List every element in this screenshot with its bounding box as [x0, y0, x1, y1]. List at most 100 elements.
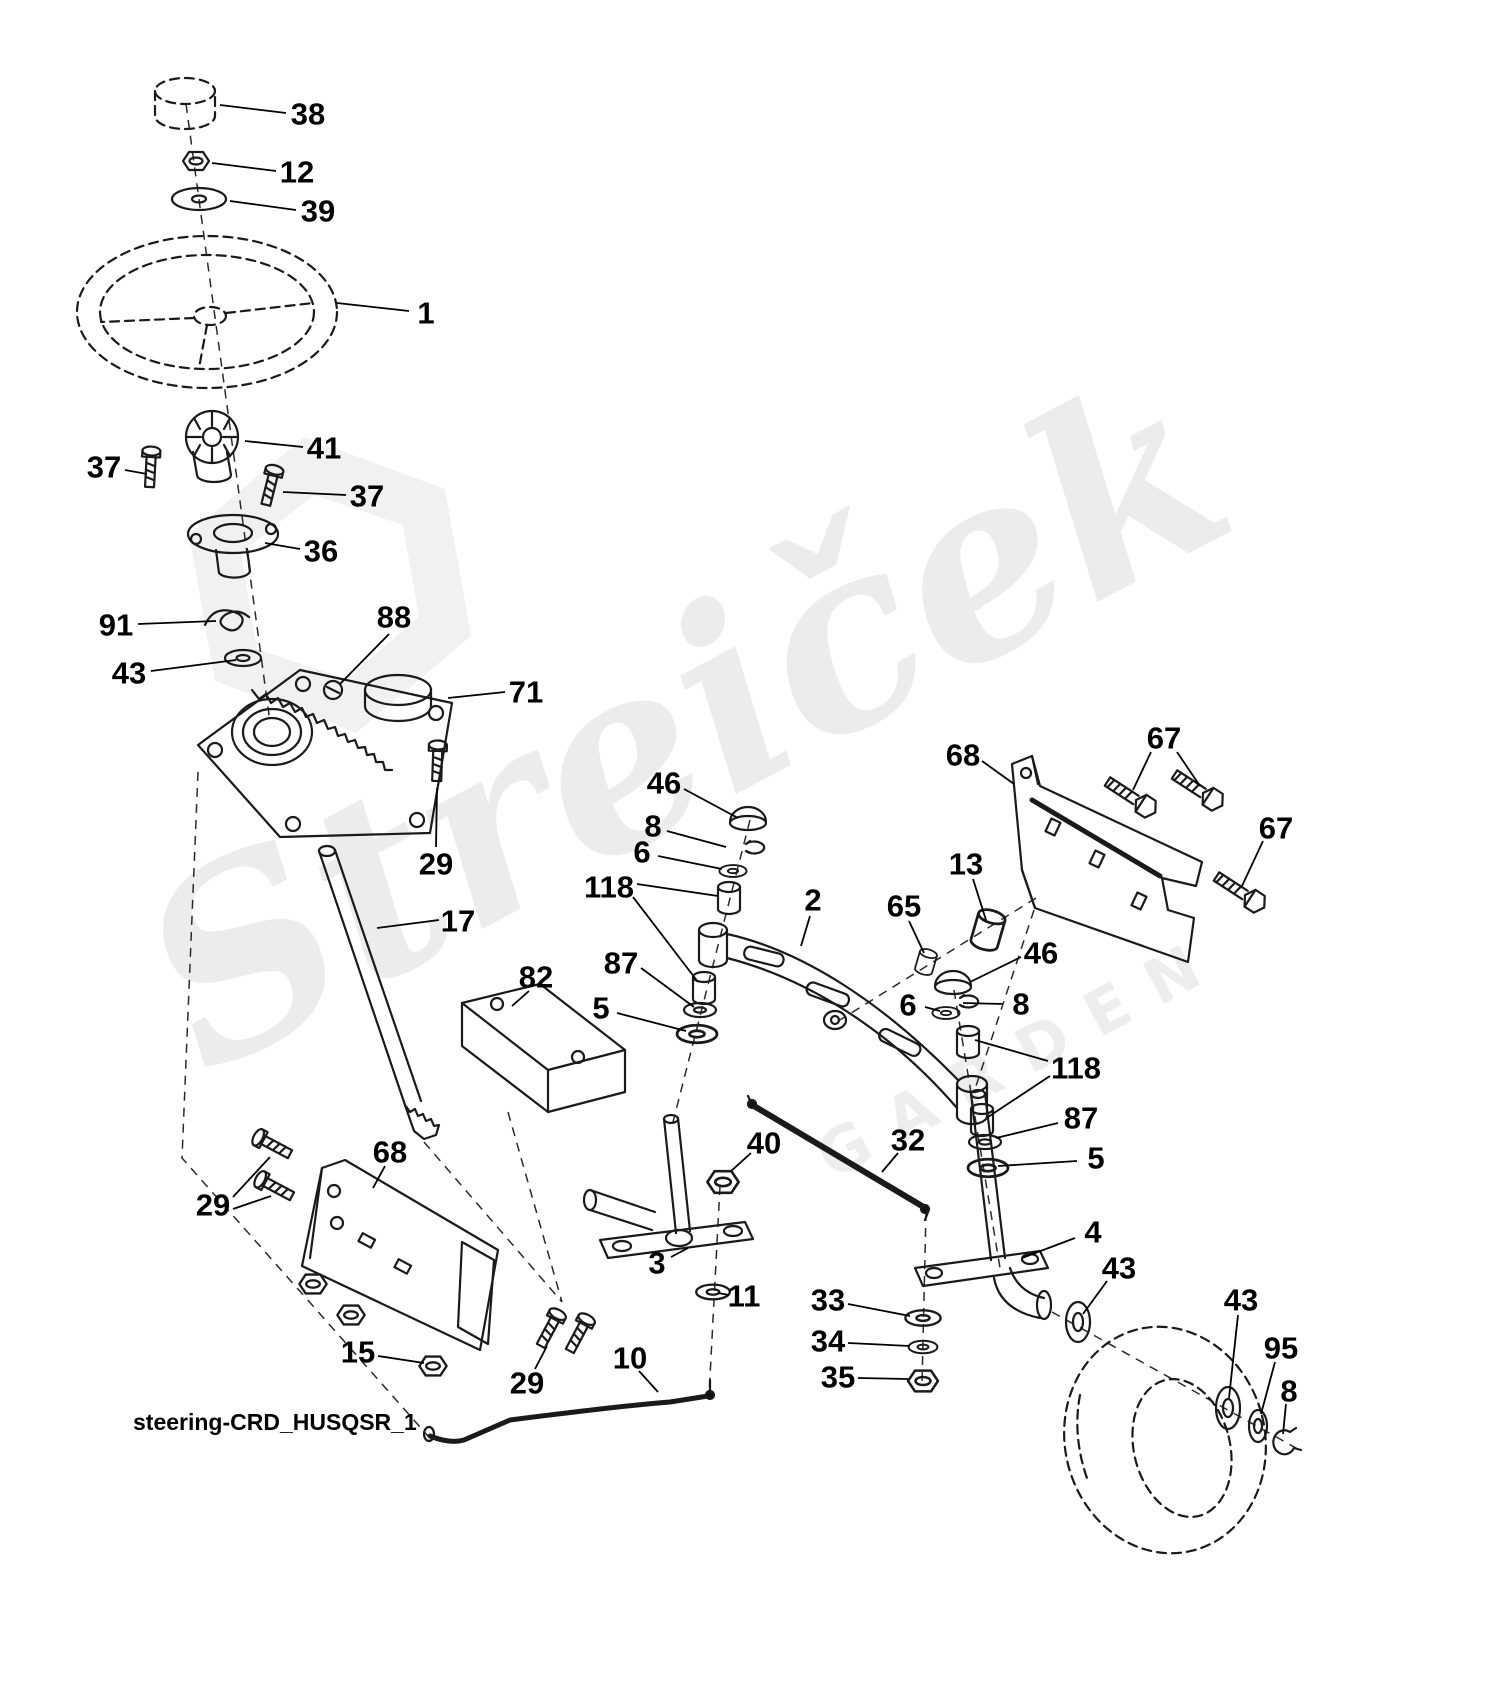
part-bolt-67-c: [1209, 866, 1271, 918]
part-callout-2: 2: [804, 883, 821, 918]
leader-line-17: [376, 919, 440, 929]
leader-lines: [124, 104, 1287, 1435]
part-hex-nut-12: [181, 150, 211, 172]
leader-line-43: [150, 659, 237, 672]
leader-line-71: [447, 691, 506, 699]
part-callout-8: 8: [1280, 1374, 1297, 1409]
leader-line-67: [1176, 751, 1201, 787]
leader-line-118: [636, 883, 719, 897]
part-callout-67: 67: [1259, 811, 1293, 846]
leader-line-29: [435, 787, 438, 848]
part-screws-29-left: [248, 1126, 298, 1206]
part-bushing-118-left-upper: [716, 880, 742, 916]
part-callout-95: 95: [1264, 1331, 1298, 1366]
part-nut-35: [906, 1369, 940, 1393]
leader-line-15: [377, 1355, 425, 1364]
watermark-subtext: GARDEN: [805, 919, 1235, 1194]
leader-line-68: [372, 1165, 386, 1189]
part-callout-41: 41: [307, 431, 341, 466]
leader-line-38: [219, 104, 287, 114]
part-callout-88: 88: [377, 600, 411, 635]
part-callout-15: 15: [341, 1335, 375, 1370]
leader-line-40: [729, 1152, 752, 1173]
leader-line-2: [800, 915, 811, 947]
part-callout-37: 37: [350, 479, 384, 514]
leader-line-41: [244, 440, 304, 448]
part-callout-29: 29: [510, 1366, 544, 1401]
part-callout-5: 5: [592, 991, 609, 1026]
leader-line-32: [881, 1152, 899, 1173]
leader-line-33: [847, 1303, 911, 1317]
leader-line-3: [670, 1247, 689, 1258]
part-drag-link-10: [422, 1378, 716, 1444]
part-washer-5-right: [966, 1157, 1010, 1179]
leader-line-87: [640, 967, 695, 1008]
leader-line-35: [857, 1377, 909, 1380]
part-washer-39: [170, 186, 228, 212]
part-callout-6: 6: [899, 988, 916, 1023]
part-washer-43-wheel: [1214, 1385, 1242, 1431]
part-nut-40: [706, 1169, 740, 1195]
leader-line-5: [616, 1012, 687, 1032]
part-washer-43-spindle: [1064, 1300, 1092, 1344]
leader-line-68: [981, 760, 1015, 785]
part-washer-6-right: [931, 1006, 961, 1020]
part-callout-3: 3: [648, 1246, 665, 1281]
leader-line-43: [1082, 1280, 1108, 1315]
leader-line-5: [997, 1160, 1078, 1167]
part-retainer-clip-91: [203, 609, 251, 632]
leader-line-82: [511, 990, 530, 1007]
part-steering-shaft-17: [317, 844, 441, 1141]
leader-line-29: [534, 1345, 548, 1370]
leader-line-29: [232, 1195, 272, 1210]
part-callout-36: 36: [304, 534, 338, 569]
part-callout-13: 13: [949, 847, 983, 882]
part-spindle-4-right: [913, 1088, 1053, 1321]
part-steering-wheel: [75, 234, 339, 390]
part-callout-11: 11: [728, 1279, 761, 1314]
leader-line-87: [995, 1122, 1059, 1139]
part-callout-118: 118: [584, 870, 634, 905]
parts-layer: [75, 76, 1303, 1555]
part-callout-33: 33: [811, 1283, 845, 1318]
leader-line-8: [962, 1002, 1004, 1005]
leader-line-12: [211, 162, 277, 172]
part-steering-boot: [184, 409, 240, 484]
part-callout-68: 68: [373, 1135, 407, 1170]
part-callout-35: 35: [821, 1360, 855, 1395]
part-callout-82: 82: [519, 960, 553, 995]
part-callout-1: 1: [417, 296, 434, 331]
part-callout-65: 65: [887, 889, 921, 924]
leader-line-91: [137, 620, 217, 625]
part-callout-71: 71: [509, 675, 543, 710]
part-callout-87: 87: [1064, 1101, 1098, 1136]
part-bushing-13: [967, 905, 1009, 955]
part-callout-43: 43: [1224, 1283, 1258, 1318]
part-callout-4: 4: [1084, 1215, 1102, 1250]
leader-line-37: [282, 491, 347, 496]
part-callout-6: 6: [633, 835, 650, 870]
leader-line-13: [972, 878, 987, 921]
part-washer-95: [1247, 1408, 1269, 1444]
part-screws-29-bottom: [531, 1304, 598, 1357]
part-axle-support-2: [697, 921, 989, 1126]
part-e-clip-8: [1272, 1426, 1303, 1456]
part-washer-87-left: [682, 1001, 718, 1019]
part-bearing-flange-36: [186, 513, 280, 579]
part-callout-34: 34: [811, 1324, 846, 1359]
leader-line-8: [666, 830, 727, 848]
leader-line-118: [632, 896, 699, 983]
part-callout-37: 37: [87, 450, 121, 485]
part-callout-67: 67: [1147, 721, 1181, 756]
part-screw-37-left: [139, 444, 162, 489]
part-washer-6-left: [718, 864, 748, 878]
part-callout-118: 118: [1051, 1051, 1101, 1086]
part-bolt-67-a: [1100, 771, 1162, 823]
part-callout-38: 38: [291, 97, 325, 132]
leader-line-95: [1260, 1361, 1276, 1415]
part-steering-wheel-cap: [153, 76, 217, 131]
leader-line-39: [229, 200, 297, 211]
leader-line-6: [657, 855, 723, 870]
